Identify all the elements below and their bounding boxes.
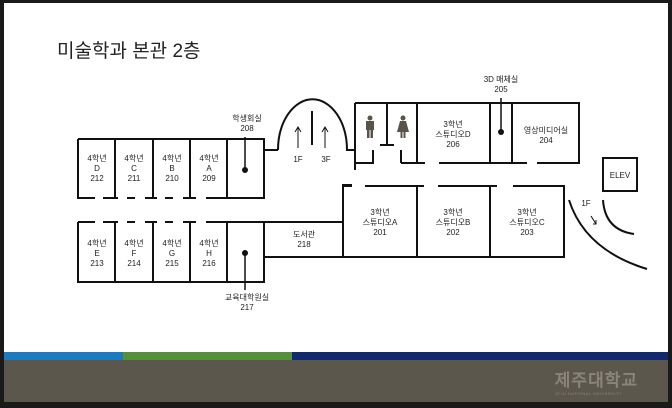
page-title: 미술학과 본관 2층 <box>57 41 201 62</box>
stripe-green <box>123 352 292 360</box>
stair-down-arrow-icon <box>590 215 597 225</box>
stair-1f-label: 1F <box>293 155 302 164</box>
top-right-block-walls <box>354 102 580 170</box>
bottom-right-block-walls <box>343 185 565 258</box>
room-pointers <box>242 98 504 290</box>
stair-curve-outer <box>568 199 648 270</box>
stair-up-arrow-icon <box>294 126 329 148</box>
stair-curve-inner <box>602 199 635 235</box>
top-left-wing-walls <box>77 98 355 199</box>
elevator-box <box>602 157 638 192</box>
stair-3f-label: 3F <box>321 155 330 164</box>
slide <box>4 3 668 402</box>
university-logo: 제주대학교 JEJU NATIONAL UNIVERSITY <box>555 366 638 396</box>
stripe-blue <box>4 352 123 360</box>
stair-down-1f-label: 1F <box>581 199 590 208</box>
elevator-label: ELEV <box>610 171 631 180</box>
logo-korean: 제주대학교 <box>554 371 638 390</box>
female-restroom-icon <box>397 115 409 138</box>
color-stripe <box>4 352 668 360</box>
stripe-navy <box>292 352 668 360</box>
male-restroom-icon <box>366 115 374 138</box>
footer: 제주대학교 JEJU NATIONAL UNIVERSITY <box>4 360 668 402</box>
logo-english: JEJU NATIONAL UNIVERSITY <box>554 391 623 396</box>
